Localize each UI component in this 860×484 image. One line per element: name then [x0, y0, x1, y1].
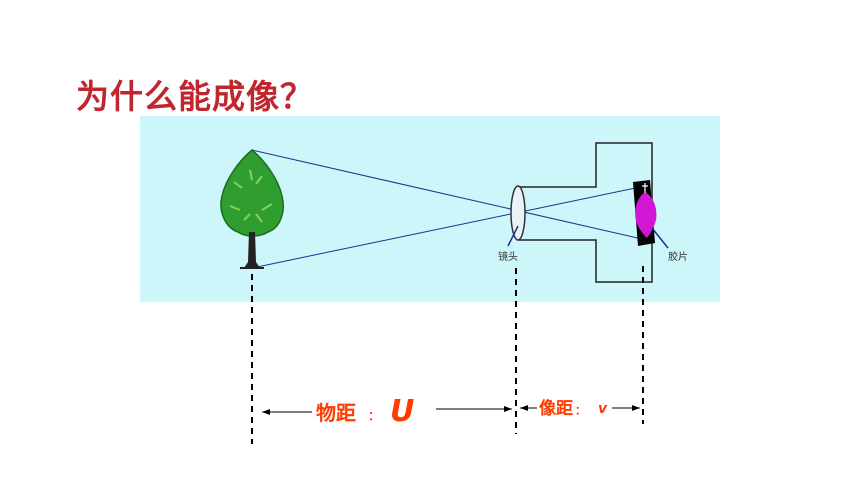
image-distance-arrow: [520, 405, 640, 411]
film-label: 胶片: [668, 250, 688, 263]
image-distance-symbol: v: [598, 401, 608, 417]
image-distance-label: 像距: [539, 399, 573, 419]
ray-bottom-to-top: [251, 184, 651, 269]
image-distance-colon: ：: [575, 404, 586, 417]
object-distance-colon: ：: [368, 409, 380, 423]
page-title: 为什么能成像？: [76, 77, 314, 116]
lens: [510, 185, 526, 241]
ray-top-to-bottom: [251, 149, 656, 243]
film-pointer: [651, 227, 669, 249]
tree-object: [220, 149, 284, 269]
object-distance-arrow: [262, 406, 512, 415]
lens-pointer: [507, 225, 519, 247]
object-distance-symbol: U: [390, 394, 414, 429]
lens-label: 镜头: [498, 250, 518, 263]
film: [633, 180, 657, 246]
object-distance-label: 物距: [316, 401, 356, 425]
